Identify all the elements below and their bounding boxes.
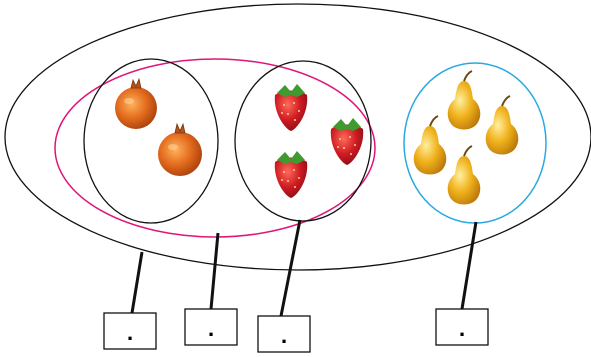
pear-icon (447, 145, 481, 205)
strawberry-icon (274, 151, 308, 198)
pear-icon (447, 70, 481, 130)
answer-box-3[interactable]: . (257, 315, 311, 353)
pomegranate-set-ellipse (83, 58, 219, 224)
pear-icon (485, 95, 519, 155)
answer-box-4-label: . (459, 320, 466, 341)
connector-line-outer (130, 251, 144, 314)
answer-box-1-label: . (127, 324, 134, 345)
answer-box-1[interactable]: . (103, 312, 157, 350)
answer-box-2-label: . (208, 320, 215, 341)
connector-line-strawberry (279, 219, 302, 317)
strawberry-icon (274, 84, 308, 131)
outer-set-ellipse (4, 3, 591, 271)
strawberry-icon (330, 118, 364, 165)
answer-box-4[interactable]: . (435, 308, 489, 346)
strawberry-set-ellipse (234, 60, 372, 222)
answer-box-3-label: . (281, 327, 288, 348)
connector-line-magenta (209, 232, 220, 310)
pomegranate-icon (158, 122, 202, 176)
pear-icon (413, 115, 447, 175)
connector-line-pear (460, 221, 478, 310)
fruit-subset-ellipse (54, 58, 376, 238)
pomegranate-icon (115, 77, 157, 129)
answer-box-2[interactable]: . (184, 308, 238, 346)
